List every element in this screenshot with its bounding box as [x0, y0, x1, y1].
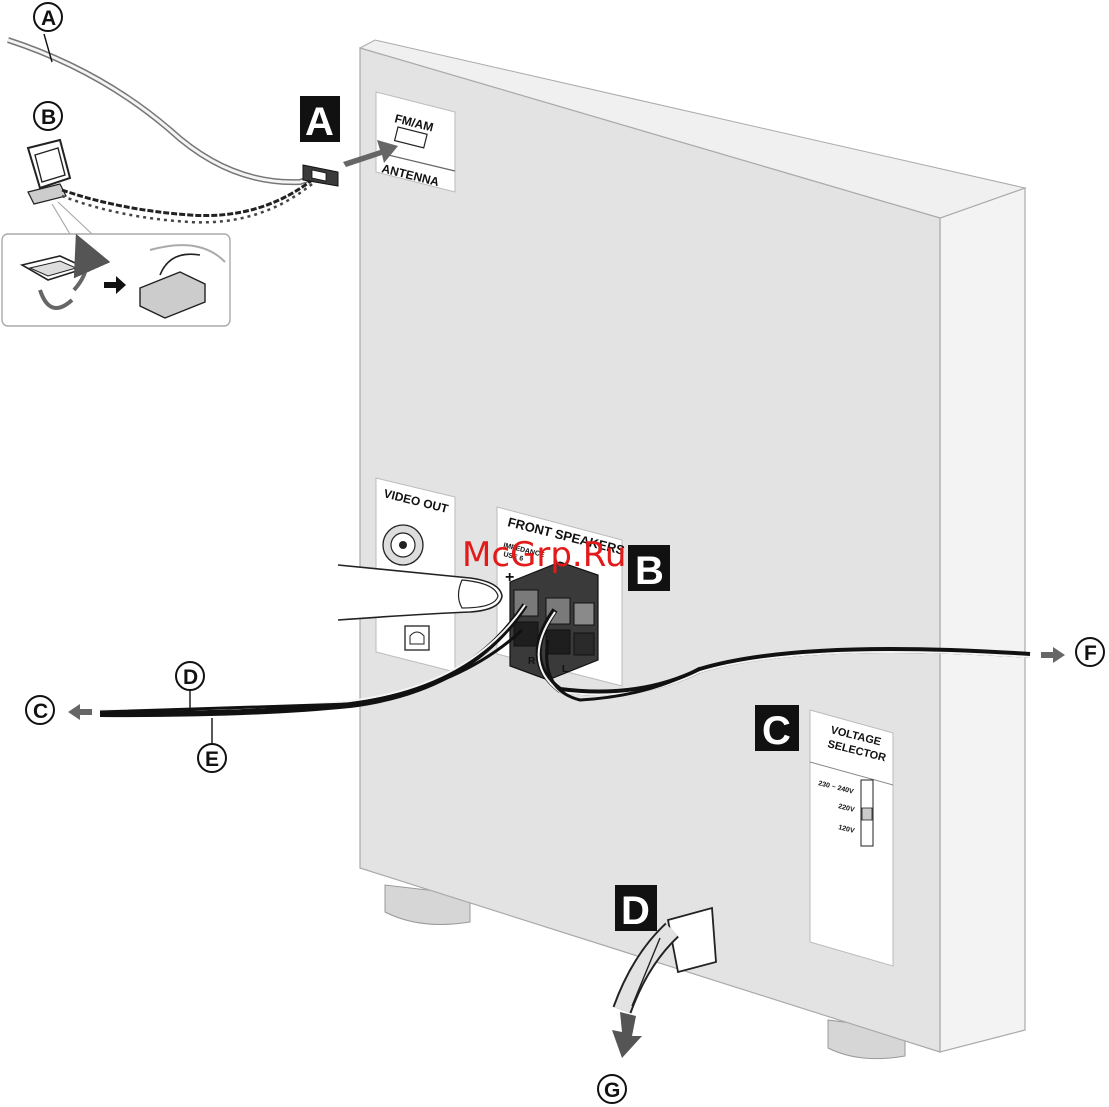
step-box-b: B — [628, 545, 670, 593]
callout-c: C — [26, 696, 54, 724]
optical-out-jack[interactable] — [405, 626, 429, 650]
power-arrow-icon — [612, 1012, 642, 1058]
svg-text:C: C — [33, 700, 48, 723]
svg-text:F: F — [1084, 642, 1097, 665]
svg-text:B: B — [635, 549, 664, 593]
unit-body — [360, 40, 1025, 1059]
unit-side — [940, 188, 1025, 1052]
arrow-left-icon — [68, 704, 92, 720]
callout-g: G — [598, 1075, 626, 1103]
loop-antenna-inset — [2, 202, 230, 326]
svg-text:A: A — [41, 7, 56, 30]
callout-e: E — [198, 718, 226, 772]
svg-text:D: D — [621, 889, 650, 933]
arrow-right-icon — [1041, 647, 1065, 663]
callout-d: D — [176, 662, 204, 712]
step-box-d: D — [615, 885, 657, 933]
svg-text:A: A — [305, 100, 334, 144]
callout-f: F — [1076, 638, 1104, 666]
left-channel-label: L — [562, 664, 568, 675]
antenna-plug — [303, 165, 338, 186]
voltage-selector-switch[interactable] — [861, 780, 873, 846]
svg-text:E: E — [205, 748, 219, 771]
step-box-a: A — [300, 96, 340, 144]
video-out-jack[interactable] — [383, 525, 423, 565]
step-box-c: C — [755, 705, 799, 753]
right-channel-label: R — [528, 656, 536, 667]
svg-text:C: C — [762, 709, 791, 753]
voltage-panel: VOLTAGE SELECTOR 230 ~ 240V 220V 120V — [810, 710, 893, 966]
svg-text:G: G — [604, 1079, 620, 1102]
callout-b: B — [34, 102, 62, 130]
watermark: McGrp.Ru — [462, 535, 626, 575]
terminal-l-minus[interactable] — [546, 630, 570, 654]
svg-text:D: D — [183, 666, 198, 689]
svg-text:B: B — [41, 106, 56, 129]
